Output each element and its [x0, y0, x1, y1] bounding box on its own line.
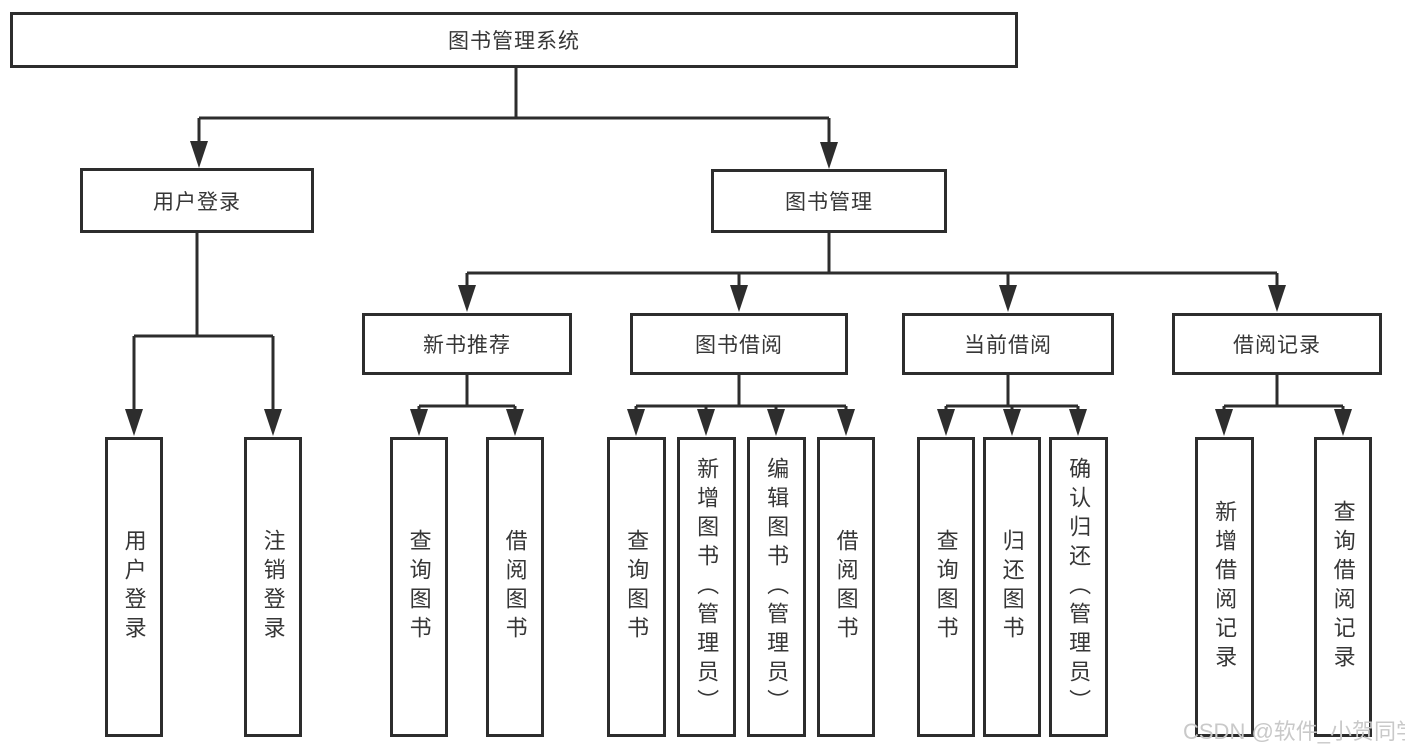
node-book-management-label: 图书管理	[785, 191, 873, 214]
leaf-user-login-label: 用户登录	[121, 529, 147, 645]
leaf-add-books-admin: 新增图书（管理员）	[677, 437, 736, 737]
arrowhead-icons	[125, 141, 1352, 436]
node-new-book-recommend: 新书推荐	[362, 313, 572, 375]
leaf-edit-books-admin: 编辑图书（管理员）	[747, 437, 806, 737]
leaf-borrow-books-borrowing-label: 借阅图书	[833, 529, 859, 645]
leaf-query-borrow-record-label: 查询借阅记录	[1330, 500, 1356, 674]
leaf-query-books-borrowing-label: 查询图书	[624, 529, 650, 645]
leaf-user-login: 用户登录	[105, 437, 163, 737]
leaf-return-books-label: 归还图书	[999, 529, 1025, 645]
leaf-query-books-borrowing: 查询图书	[607, 437, 666, 737]
leaf-confirm-return-admin-label: 确认归还（管理员）	[1066, 456, 1092, 718]
node-book-borrowing-label: 图书借阅	[695, 334, 783, 357]
leaf-add-borrow-record: 新增借阅记录	[1195, 437, 1254, 737]
node-library-system: 图书管理系统	[10, 12, 1018, 68]
leaf-edit-books-admin-label: 编辑图书（管理员）	[764, 456, 790, 718]
leaf-borrow-books-recommend: 借阅图书	[486, 437, 544, 737]
leaf-borrow-books-borrowing: 借阅图书	[817, 437, 875, 737]
leaf-query-borrow-record: 查询借阅记录	[1314, 437, 1372, 737]
leaf-add-books-admin-label: 新增图书（管理员）	[694, 456, 720, 718]
leaf-query-books-recommend-label: 查询图书	[406, 529, 432, 645]
leaf-return-books: 归还图书	[983, 437, 1041, 737]
node-book-management: 图书管理	[711, 169, 947, 233]
leaf-query-books-recommend: 查询图书	[390, 437, 448, 737]
node-new-book-recommend-label: 新书推荐	[423, 334, 511, 357]
node-user-login: 用户登录	[80, 168, 314, 233]
leaf-query-books-current: 查询图书	[917, 437, 975, 737]
leaf-borrow-books-recommend-label: 借阅图书	[502, 529, 528, 645]
node-borrowing-records-label: 借阅记录	[1233, 334, 1321, 357]
leaf-query-books-current-label: 查询图书	[933, 529, 959, 645]
node-borrowing-records: 借阅记录	[1172, 313, 1382, 375]
leaf-logout-label: 注销登录	[260, 529, 286, 645]
watermark-text: CSDN @软件_小贺同学	[1183, 719, 1405, 744]
leaf-logout: 注销登录	[244, 437, 302, 737]
leaf-confirm-return-admin: 确认归还（管理员）	[1049, 437, 1108, 737]
node-user-login-label: 用户登录	[153, 190, 241, 214]
node-current-borrowing: 当前借阅	[902, 313, 1114, 375]
node-book-borrowing: 图书借阅	[630, 313, 848, 375]
node-library-system-label: 图书管理系统	[448, 30, 580, 53]
leaf-add-borrow-record-label: 新增借阅记录	[1212, 500, 1238, 674]
node-current-borrowing-label: 当前借阅	[964, 334, 1052, 357]
